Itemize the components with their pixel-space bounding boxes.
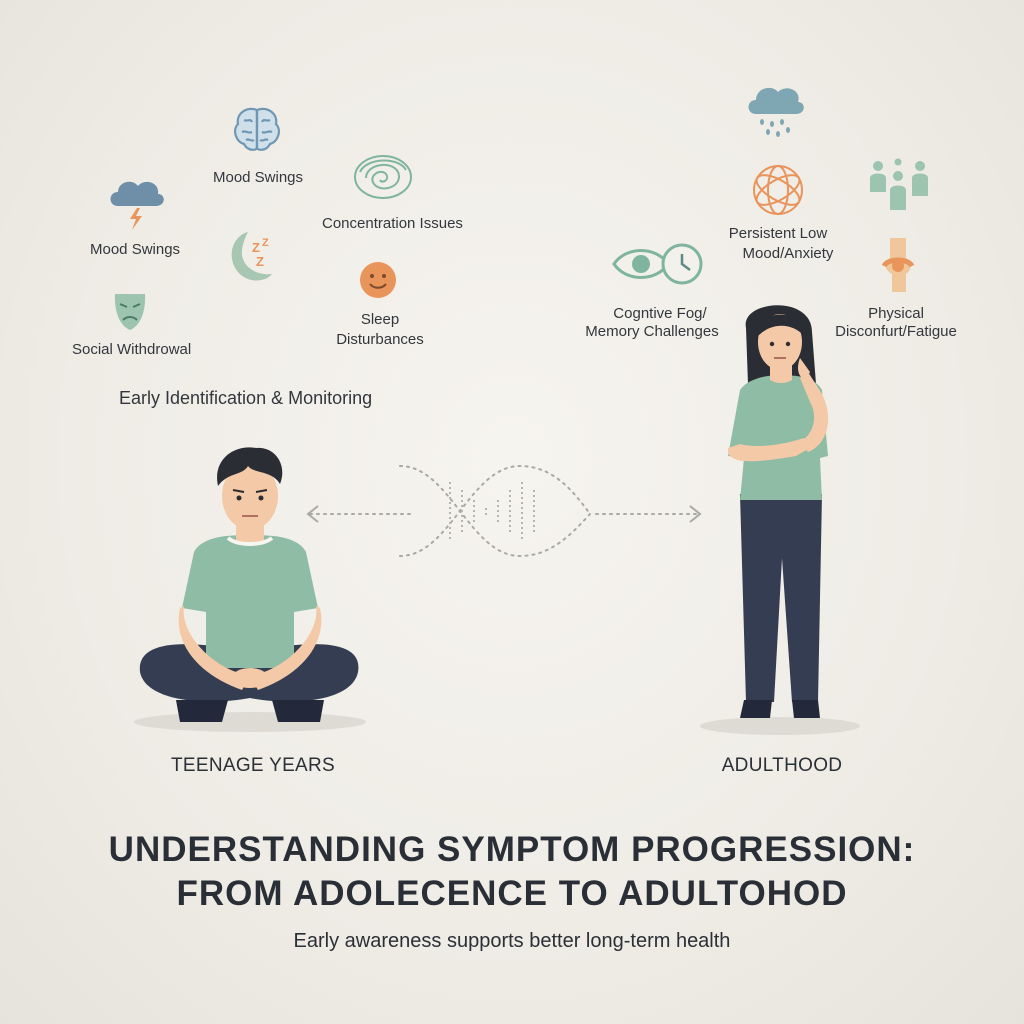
label-mood-swings-top: Mood Swings xyxy=(212,169,304,186)
smiley-icon xyxy=(360,262,396,298)
label-persistent-line1: Persistent Low xyxy=(728,225,828,242)
label-cognitive-line1: Cogntive Fog/ xyxy=(613,305,707,322)
label-physical-line1: Physical xyxy=(868,305,924,322)
tangle-icon xyxy=(753,165,803,215)
moon-sleep-icon: Z Z Z xyxy=(231,232,272,281)
brain-icon xyxy=(234,107,280,151)
label-physical-line2: Disconfurt/Fatigue xyxy=(835,323,957,340)
label-cognitive-line2: Memory Challenges xyxy=(585,323,719,340)
joint-pain-icon xyxy=(881,238,915,292)
teen-figure xyxy=(134,447,366,732)
page-title-line2: FROM ADOLECENCE TO ADULTOHOD xyxy=(176,874,848,913)
people-icon xyxy=(870,158,928,210)
label-mood-swings-left: Mood Swings xyxy=(90,241,181,258)
swirl-icon xyxy=(354,155,412,199)
svg-text:Z: Z xyxy=(262,237,269,249)
label-sleep-line2: Disturbances xyxy=(336,331,424,348)
page-subtitle: Early awareness supports better long-ter… xyxy=(293,930,731,952)
storm-cloud-icon xyxy=(110,181,164,230)
rain-cloud-icon xyxy=(748,87,804,137)
label-sleep-line1: Sleep xyxy=(360,311,400,328)
stage-teenage-years: TEENAGE YEARS xyxy=(170,755,336,776)
mask-icon xyxy=(114,294,146,330)
eye-clock-icon xyxy=(612,243,703,285)
label-persistent-line2: Mood/Anxiety xyxy=(742,245,834,262)
label-social-withdrawal: Social Withdrowal xyxy=(72,341,192,358)
adult-figure xyxy=(700,305,860,735)
page-title-line1: UNDERSTANDING SYMPTOM PROGRESSION: xyxy=(108,830,916,869)
dna-icon xyxy=(306,464,702,558)
label-concentration: Concentration Issues xyxy=(322,215,463,232)
svg-text:Z: Z xyxy=(252,240,260,255)
label-early-identification: Early Identification & Monitoring xyxy=(119,388,373,408)
stage-adulthood: ADULTHOOD xyxy=(721,755,843,776)
svg-text:Z: Z xyxy=(256,254,264,269)
